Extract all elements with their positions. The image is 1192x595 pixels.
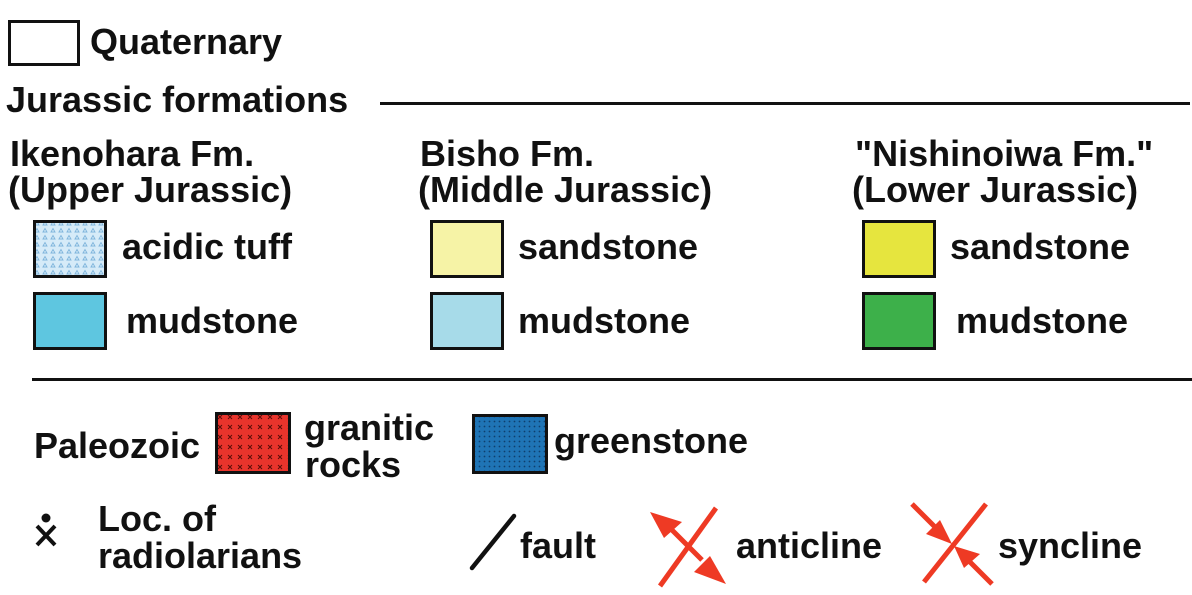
granitic-rocks-swatch (215, 412, 291, 474)
syncline-arrows-icon (910, 502, 994, 586)
quaternary-swatch (8, 20, 80, 66)
nishinoiwa-mudstone-swatch (862, 292, 936, 350)
bisho-formation-age: (Middle Jurassic) (418, 169, 713, 210)
ikenohara-formation-age: (Upper Jurassic) (8, 169, 293, 210)
ikenohara-formation-name: Ikenohara Fm. (10, 133, 255, 174)
nishinoiwa-mudstone-label: mudstone (956, 300, 1129, 341)
jurassic-divider-line (380, 102, 1190, 105)
nishinoiwa-sandstone-swatch (862, 220, 936, 278)
fault-label: fault (520, 525, 596, 566)
anticline-label: anticline (736, 525, 883, 566)
acidic-tuff-swatch (33, 220, 107, 278)
granitic-rocks-label-line1: granitic (304, 407, 435, 448)
greenstone-swatch (472, 414, 548, 474)
jurassic-section-title: Jurassic formations (6, 79, 349, 120)
bisho-formation-name: Bisho Fm. (420, 133, 595, 174)
acidic-tuff-label: acidic tuff (122, 226, 293, 267)
radiolarian-locality-icon (35, 513, 57, 547)
bisho-mudstone-swatch (430, 292, 504, 350)
radiolarians-label-line2: radiolarians (98, 535, 303, 576)
radiolarians-label-line1: Loc. of (98, 498, 216, 539)
bisho-mudstone-label: mudstone (518, 300, 691, 341)
nishinoiwa-formation-age: (Lower Jurassic) (852, 169, 1139, 210)
ikenohara-mudstone-swatch (33, 292, 107, 350)
syncline-label: syncline (998, 525, 1143, 566)
section-divider-line (32, 378, 1192, 381)
quaternary-label: Quaternary (90, 21, 283, 62)
anticline-arrows-icon (650, 506, 726, 588)
paleozoic-label: Paleozoic (34, 425, 201, 466)
nishinoiwa-formation-name: "Nishinoiwa Fm." (855, 133, 1154, 174)
fault-line-icon (469, 513, 517, 571)
granitic-rocks-label-line2: rocks (305, 444, 402, 485)
nishinoiwa-sandstone-label: sandstone (950, 226, 1131, 267)
bisho-sandstone-swatch (430, 220, 504, 278)
ikenohara-mudstone-label: mudstone (126, 300, 299, 341)
greenstone-label: greenstone (554, 420, 749, 461)
bisho-sandstone-label: sandstone (518, 226, 699, 267)
